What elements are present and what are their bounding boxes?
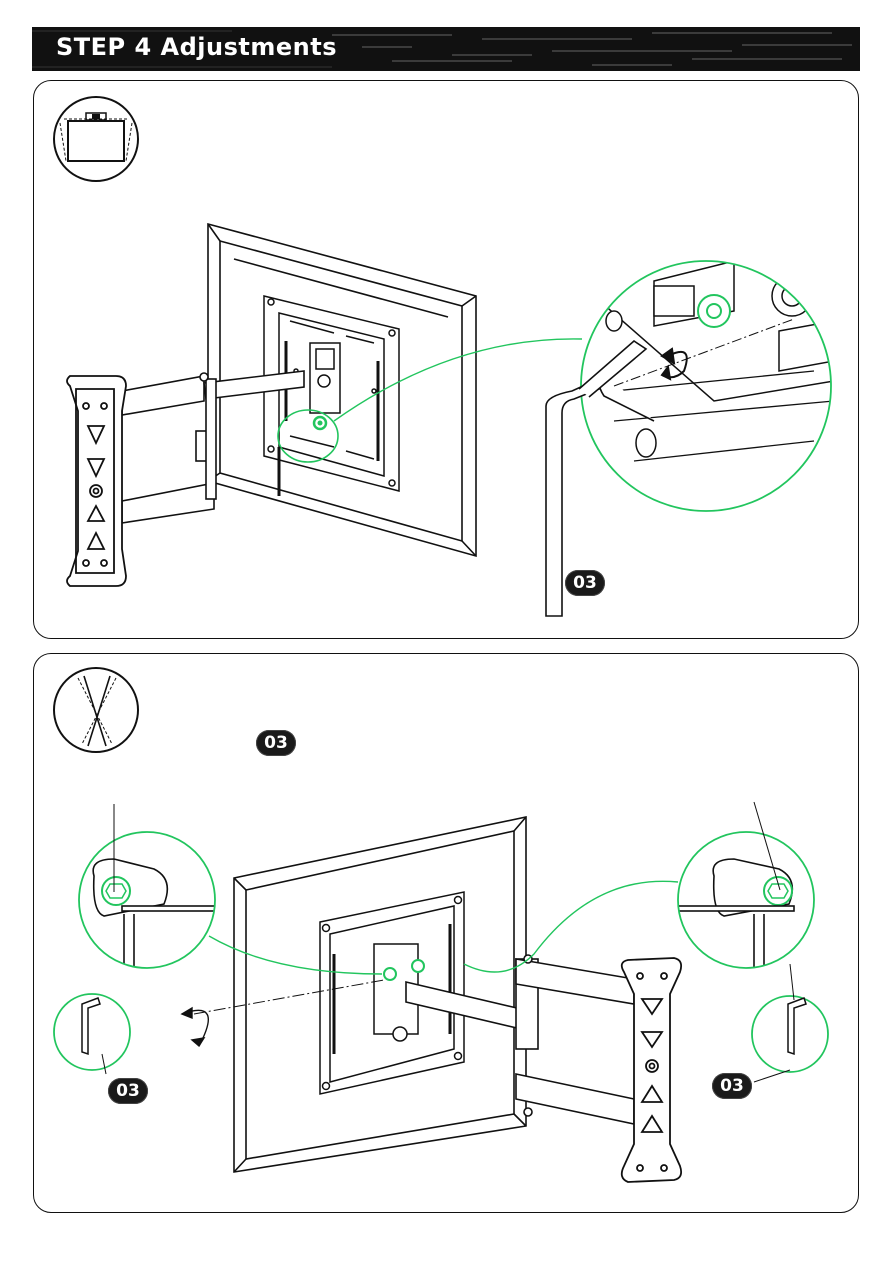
swivel-adjustment-panel: 03 03 03	[33, 653, 859, 1213]
zoom-detail-right	[674, 832, 814, 974]
tilt-adjustment-panel: 03	[33, 80, 859, 639]
swivel-adjustment-illustration	[34, 654, 859, 1213]
zoom-detail-left	[79, 832, 222, 974]
step-title: STEP 4 Adjustments	[56, 33, 337, 61]
tool-badge-03-top: 03	[256, 730, 296, 756]
step-header: STEP 4 Adjustments	[32, 27, 860, 71]
allen-key-circle-right	[752, 996, 828, 1072]
tool-badge-03-right: 03	[712, 1073, 752, 1099]
tilt-adjust-icon	[54, 97, 138, 181]
tool-badge-03: 03	[565, 570, 605, 596]
allen-key-circle-left	[54, 994, 130, 1074]
wall-plate	[67, 376, 126, 586]
tilt-adjustment-illustration	[34, 81, 859, 639]
swivel-adjust-icon	[54, 668, 138, 752]
tool-badge-03-left: 03	[108, 1078, 148, 1104]
